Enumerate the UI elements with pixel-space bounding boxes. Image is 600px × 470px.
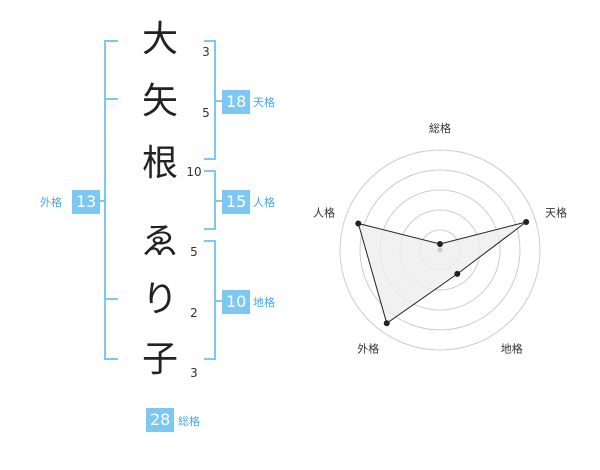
radar-axis-label-2: 天格 — [545, 205, 567, 219]
radar-polygon — [357, 221, 527, 325]
name-char-6: 子 — [141, 339, 178, 380]
name-char-2: 矢 — [141, 81, 178, 122]
radar-ring — [339, 149, 541, 351]
radar-shape — [355, 219, 530, 327]
stroke-count-6: 3 — [190, 366, 198, 380]
stroke-count-5: 2 — [190, 306, 198, 320]
chikaku-value: 10 — [222, 290, 251, 314]
tenkaku-label: 天格 — [253, 96, 275, 109]
radar-point-1 — [437, 241, 443, 247]
chikaku-label: 地格 — [253, 296, 275, 309]
stroke-count-1: 3 — [202, 45, 210, 59]
radar-center-dot — [437, 247, 443, 253]
radar-axis-label-5: 人格 — [313, 205, 335, 219]
jinkaku-value: 15 — [222, 190, 251, 214]
name-char-4: ゑ — [141, 221, 178, 262]
radar-point-2 — [523, 219, 530, 226]
radar-axis-label-4: 外格 — [357, 342, 379, 356]
stroke-count-3: 10 — [186, 165, 202, 179]
jinkaku-label: 人格 — [253, 196, 275, 209]
soukaku-value: 28 — [146, 408, 175, 432]
radar-point-5 — [355, 220, 362, 227]
radar-point-4 — [383, 320, 390, 327]
tenkaku-value: 18 — [222, 90, 251, 114]
radar-axis-label-1: 総格 — [429, 121, 451, 135]
stroke-count-2: 5 — [202, 106, 210, 120]
radar-point-3 — [454, 270, 461, 277]
name-char-3: 根 — [141, 143, 178, 184]
name-char-5: り — [141, 279, 178, 320]
gaikaku-value: 13 — [72, 190, 101, 214]
soukaku-label: 総格 — [178, 415, 200, 428]
name-char-1: 大 — [141, 19, 178, 60]
radar-axis-label-3: 地格 — [501, 342, 523, 356]
radar-ring — [359, 169, 521, 331]
gaikaku-label: 外格 — [40, 196, 62, 209]
stroke-count-4: 5 — [190, 245, 198, 259]
